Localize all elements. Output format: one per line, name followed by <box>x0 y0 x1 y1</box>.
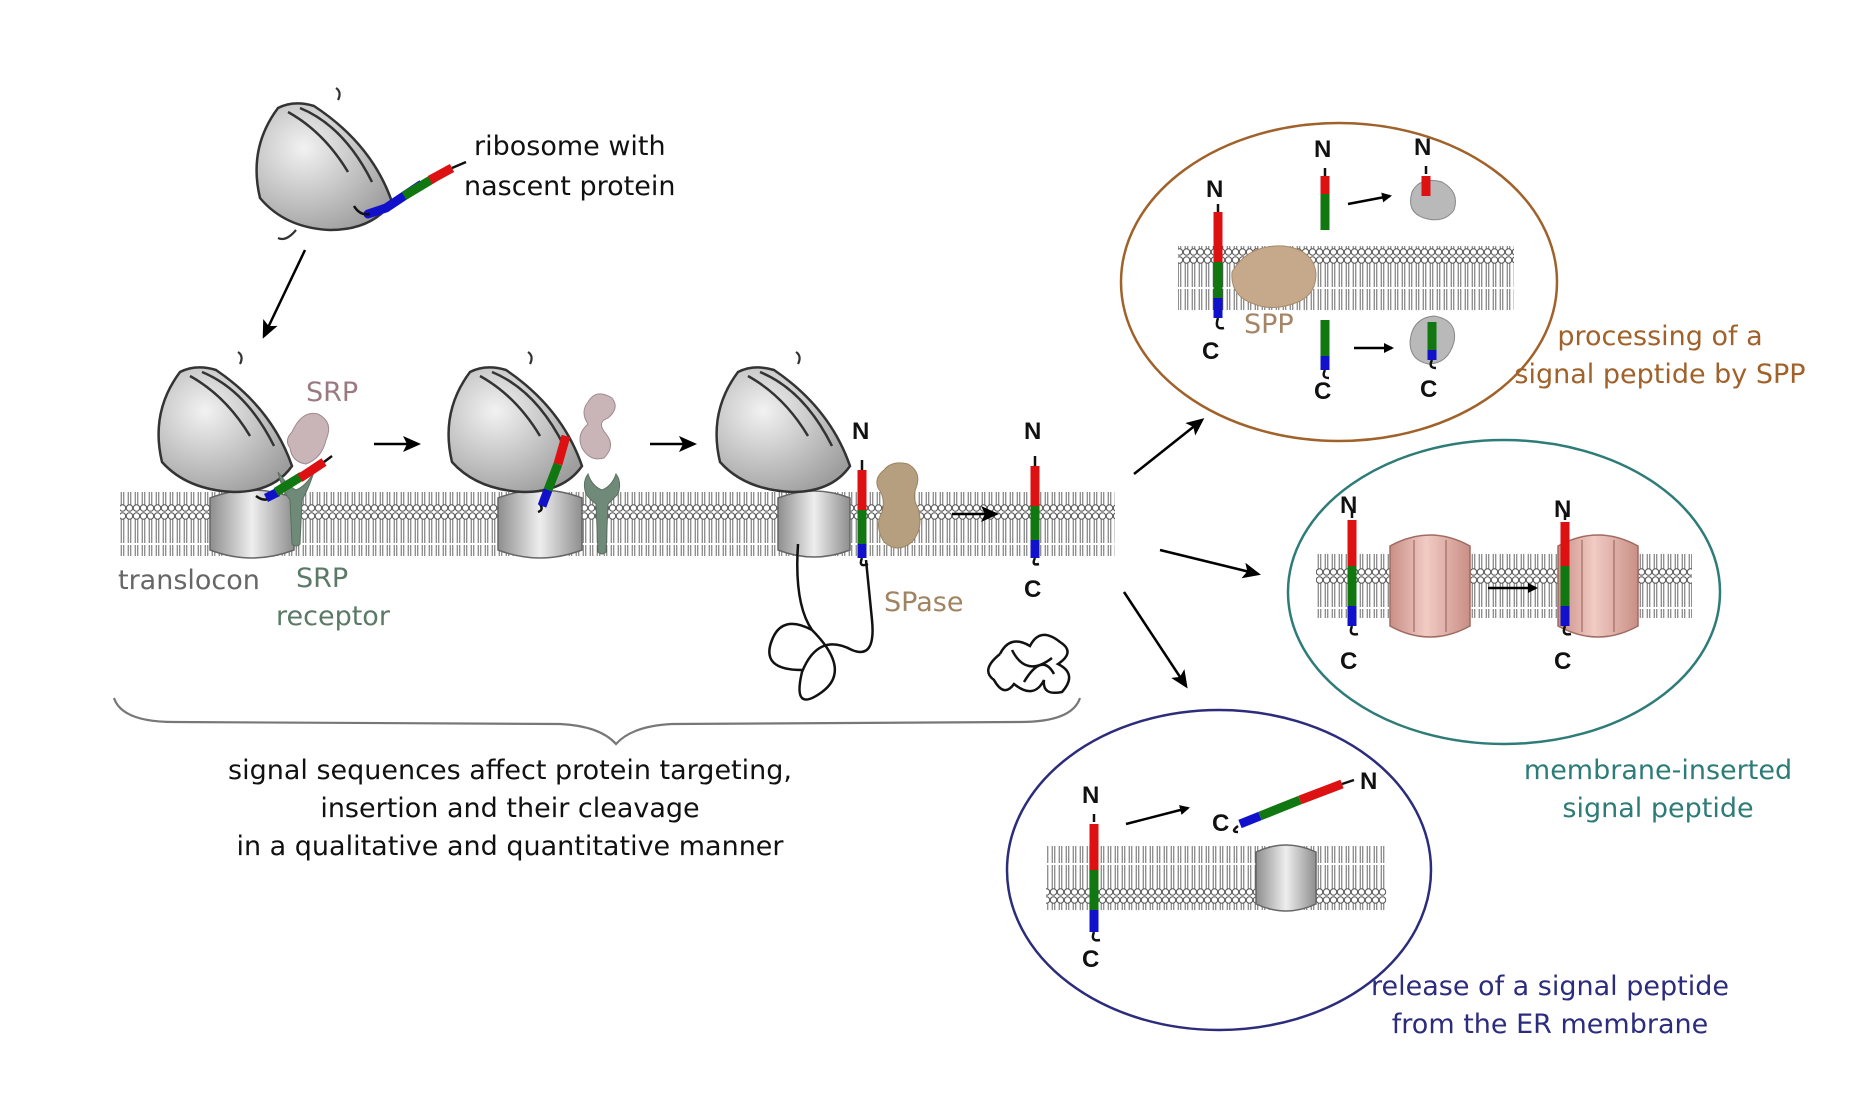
label-release-er-2: from the ER membrane <box>1391 1009 1709 1040</box>
label-srp-receptor-1: SRP <box>296 563 349 594</box>
nascent-signal-1 <box>255 455 333 503</box>
label-processing-spp-1: processing of a <box>1557 321 1763 352</box>
release-signal-membrane <box>1089 814 1101 942</box>
terminus-c-release-membrane: C <box>1082 946 1100 973</box>
terminus-n-spp-bound: N <box>1414 134 1432 161</box>
label-summary-1: signal sequences affect protein targetin… <box>228 755 792 786</box>
srp-receptor-2 <box>583 472 621 555</box>
inserted-signal-bound <box>1560 512 1572 636</box>
spp-fragment-n-bound <box>1410 166 1456 221</box>
label-translocon: translocon <box>118 565 260 596</box>
spp-fragment-c <box>1320 320 1330 380</box>
polypeptide-loop <box>768 543 874 701</box>
arrow-release <box>1125 805 1190 826</box>
srp-particle-2 <box>579 393 616 460</box>
ribosome-2 <box>447 351 584 494</box>
translocon-3 <box>777 490 851 558</box>
terminus-n-spp-fragment: N <box>1314 136 1332 163</box>
inserted-signal-free <box>1347 510 1359 636</box>
terminus-n-release-membrane: N <box>1082 782 1100 809</box>
arrow-to-inserted-panel <box>1159 548 1261 579</box>
spp-enzyme <box>1231 245 1317 308</box>
label-membrane-inserted-1: membrane-inserted <box>1523 755 1793 786</box>
terminus-n-cleaved: N <box>1024 418 1042 445</box>
nascent-signal-2 <box>537 434 571 514</box>
label-processing-spp-2: signal peptide by SPP <box>1514 359 1806 390</box>
terminus-c-spp-bound: C <box>1420 376 1438 403</box>
spase-enzyme <box>876 462 921 549</box>
arrow-ribosome-to-srp <box>262 249 307 339</box>
signal-spase <box>857 460 869 567</box>
panel-release-ellipse <box>1005 708 1433 1032</box>
terminus-c-inserted-free: C <box>1340 648 1358 675</box>
release-translocon <box>1255 844 1317 912</box>
panel-processing-membrane <box>1178 246 1514 310</box>
released-signal-peptide <box>1232 778 1355 834</box>
terminus-c-spp-fragment: C <box>1314 378 1332 405</box>
label-release-er-1: release of a signal peptide <box>1371 971 1729 1002</box>
terminus-n-inserted-free: N <box>1340 492 1358 519</box>
srp-particle-1 <box>286 412 330 465</box>
summary-brace <box>112 697 1082 746</box>
terminus-n-spase: N <box>852 418 870 445</box>
folded-mature-protein <box>987 633 1071 694</box>
terminus-c-spp-membrane: C <box>1202 338 1220 365</box>
panel-release-membrane <box>1046 846 1386 910</box>
label-summary-3: in a qualitative and quantitative manner <box>236 831 784 862</box>
panel-processing-spp-ellipse <box>1119 121 1559 443</box>
label-summary-2: insertion and their cleavage <box>320 793 700 824</box>
panel-inserted-ellipse <box>1286 438 1722 746</box>
terminus-n-spp-membrane: N <box>1206 176 1224 203</box>
nascent-signal-free <box>352 160 467 219</box>
arrow-spp-n <box>1347 192 1392 206</box>
label-ribosome-nascent-2: nascent protein <box>464 171 676 202</box>
label-membrane-inserted-2: signal peptide <box>1562 793 1754 824</box>
terminus-c-inserted-bound: C <box>1554 648 1572 675</box>
label-spase: SPase <box>884 587 964 618</box>
terminus-n-inserted-bound: N <box>1554 496 1572 523</box>
ribosome-1 <box>157 351 294 494</box>
label-spp: SPP <box>1244 309 1294 340</box>
label-ribosome-nascent-1: ribosome with <box>474 131 666 162</box>
pink-protein-1 <box>1389 534 1471 638</box>
arrow-to-release-panel <box>1122 591 1188 689</box>
arrow-to-spp-panel <box>1133 418 1205 475</box>
translocon-1 <box>209 489 295 559</box>
label-srp-receptor-2: receptor <box>276 601 390 632</box>
ribosome-3 <box>715 351 852 494</box>
cleaved-signal-peptide <box>1030 456 1040 566</box>
pink-protein-2 <box>1557 534 1639 638</box>
spp-fragment-c-bound <box>1409 315 1456 370</box>
ribosome-free <box>255 87 394 241</box>
terminus-n-released: N <box>1360 768 1378 795</box>
terminus-c-cleaved: C <box>1024 576 1042 603</box>
label-srp: SRP <box>306 377 359 408</box>
spp-signal-in-membrane <box>1213 204 1225 330</box>
terminus-c-released: C <box>1212 810 1230 837</box>
